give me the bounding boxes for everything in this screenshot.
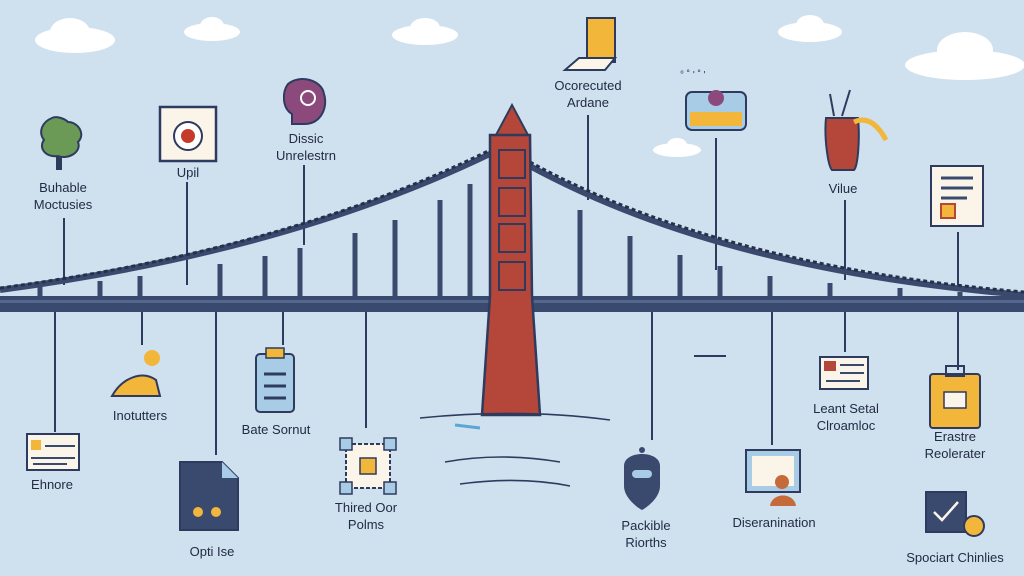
document-icon <box>562 17 618 71</box>
label-bate: Bate Sornut <box>241 422 311 437</box>
person-icon <box>110 350 162 397</box>
label-ocorecuted: Ocorecuted Ardane <box>554 78 622 110</box>
water <box>419 412 611 487</box>
label-optise: Opti Ise <box>189 544 235 559</box>
browser-card-icon <box>819 356 869 390</box>
cloud <box>778 15 842 42</box>
label-erastre: Erastre Reolerater <box>924 429 986 461</box>
label-leant: Leant Setal Clroamloc <box>813 401 879 433</box>
cloud <box>905 32 1024 80</box>
label-diserannation: Diseranination <box>732 515 816 530</box>
head-icon <box>282 78 327 125</box>
tower-windows <box>498 149 526 291</box>
main-cable-right <box>526 162 1024 298</box>
label-packible: Packible Riorths <box>621 518 671 550</box>
label-thired: Thired Oor Polms <box>334 500 398 532</box>
label-value: Vilue <box>828 181 858 196</box>
briefcase-icon <box>929 365 981 429</box>
network-icon <box>339 437 397 495</box>
label-spociart: Spociart Chinlies <box>906 550 1004 565</box>
file-icon <box>179 461 239 531</box>
label-dissic: Dissic Unrelestrn <box>276 131 336 163</box>
bridge <box>0 102 1024 487</box>
cloud <box>35 18 115 53</box>
label-ehnore: Ehnore <box>31 477 73 492</box>
cable-rocks-left <box>0 140 507 290</box>
cable-rocks-right <box>529 160 1024 294</box>
clouds <box>35 15 1024 157</box>
badge-icon <box>925 491 985 537</box>
clipboard-icon <box>255 347 295 413</box>
main-cable-left <box>0 142 510 293</box>
svg-text:° ˚ ' ˚ ': ° ˚ ' ˚ ' <box>680 69 706 81</box>
label-bulkable: Buhable Moctusies <box>33 180 93 212</box>
cloud <box>653 138 701 157</box>
chat-bot-icon <box>624 447 660 510</box>
tower-spire <box>494 102 530 136</box>
plant-pot-icon <box>824 89 889 171</box>
computer-icon: ° ˚ ' ˚ ' <box>680 69 747 131</box>
tree-icon <box>40 116 83 170</box>
gauge-icon <box>158 105 218 163</box>
monitor-person-icon <box>745 449 801 506</box>
label-upil: Upil <box>176 165 200 180</box>
cloud <box>184 17 240 41</box>
connector-lines <box>54 115 959 455</box>
map-card-icon <box>26 433 80 471</box>
cloud <box>392 18 458 45</box>
label-inotutters: Inotutters <box>112 408 168 423</box>
checklist-icon <box>930 165 984 227</box>
